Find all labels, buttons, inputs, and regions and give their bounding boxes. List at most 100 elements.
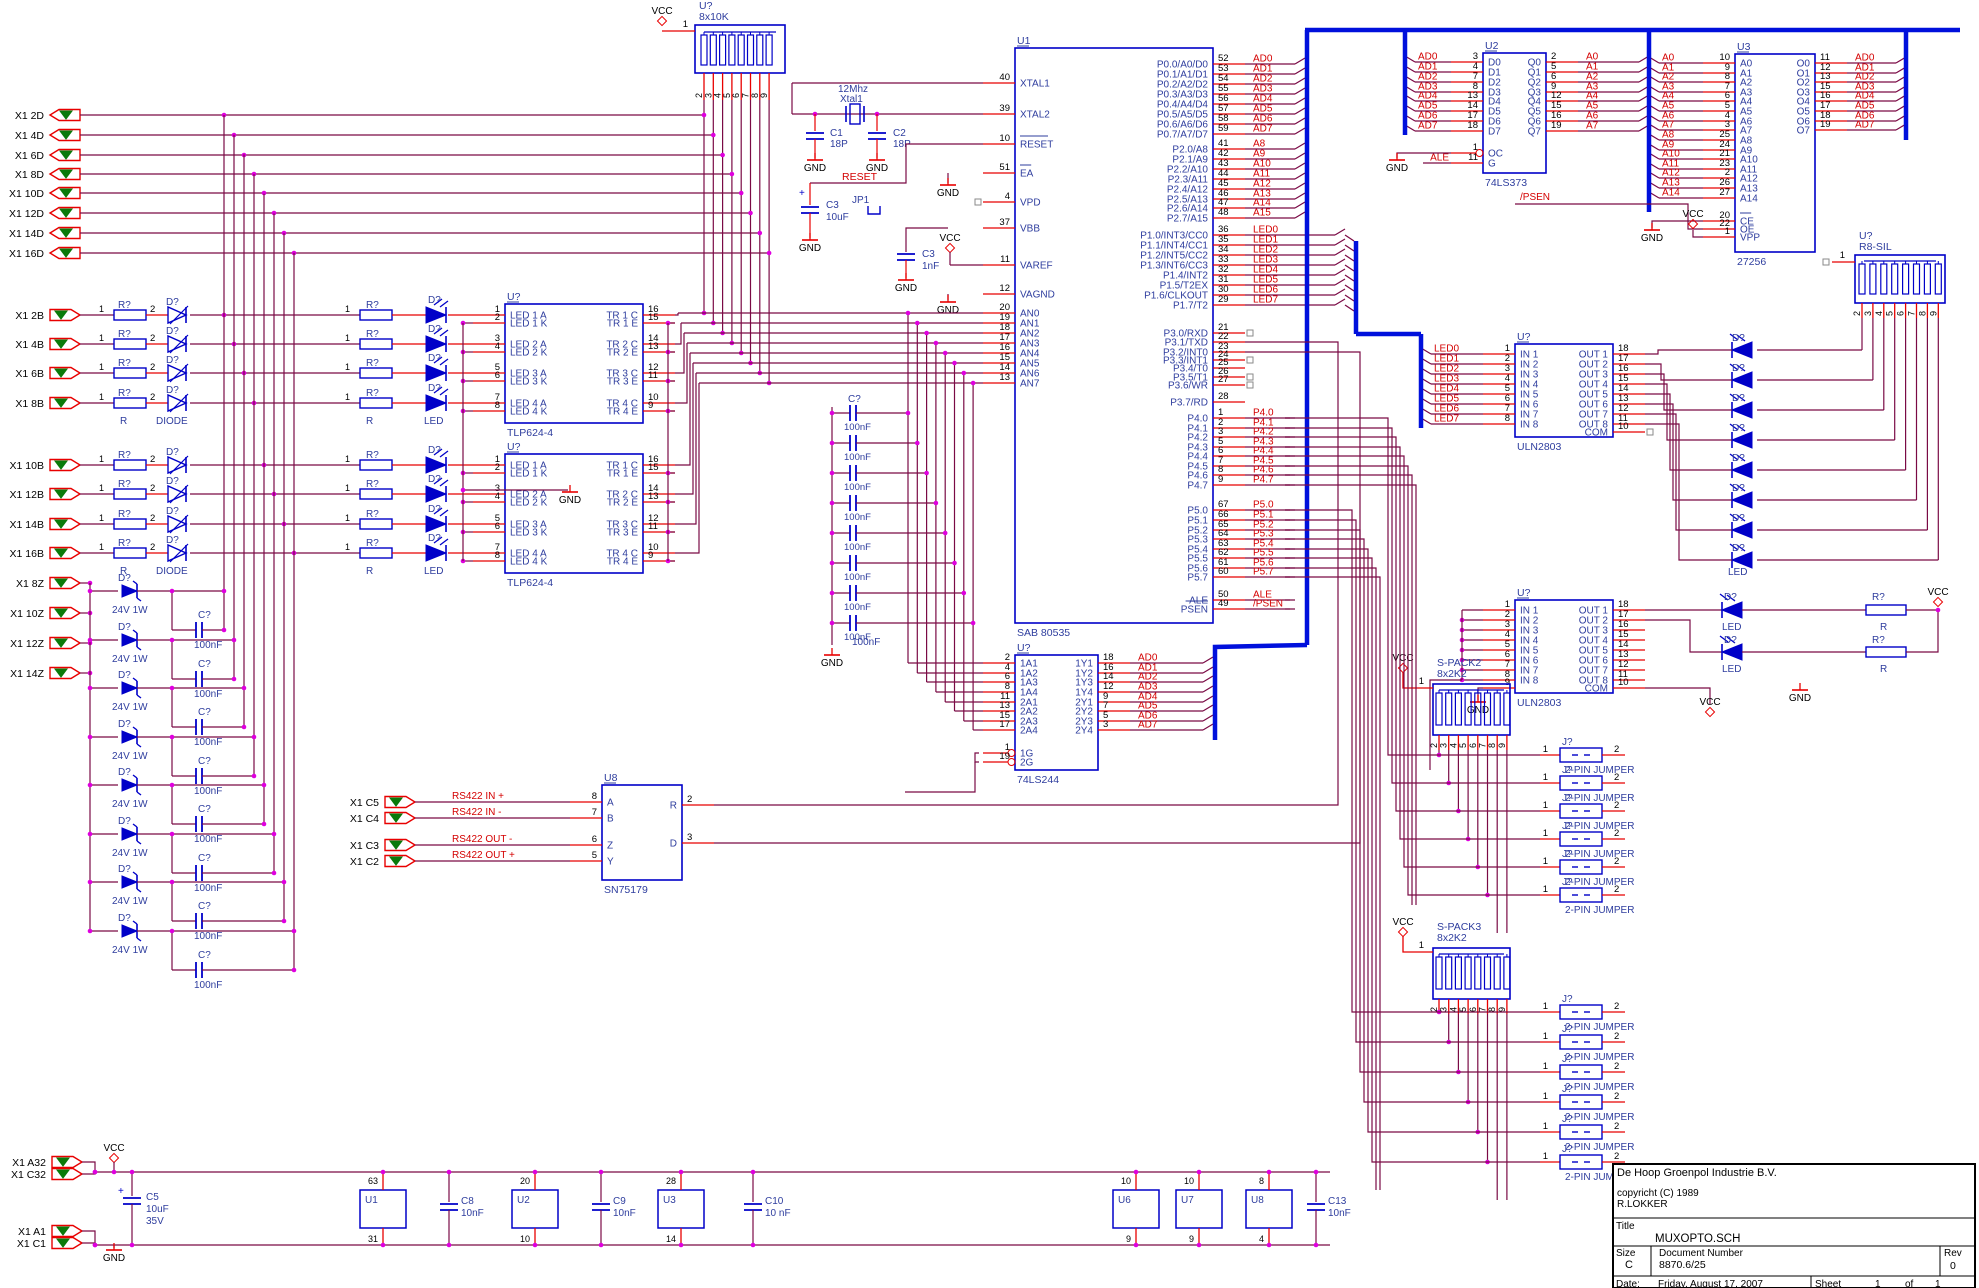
pin-number: 48 (1218, 207, 1229, 218)
pin-name: D (670, 839, 677, 850)
vcc-symbol (1932, 596, 1944, 608)
pin-number: 13 (1467, 90, 1478, 101)
part-value: 100nF (194, 640, 222, 651)
part-value: R (120, 566, 127, 577)
junction-dot (933, 340, 939, 346)
junction-dot (905, 410, 911, 416)
ref-designator: J? (1562, 1054, 1573, 1065)
wire (1285, 474, 1413, 905)
connector-pin-icon (59, 208, 73, 218)
wire (974, 752, 979, 763)
part-value: 100nF (844, 572, 871, 583)
pin-number: 7 (1103, 700, 1108, 711)
net-label: P4.1 (1253, 418, 1274, 429)
ref-designator: D? (1724, 635, 1737, 646)
zener-symbol (136, 791, 142, 796)
pin-name: TR 1 E (607, 469, 638, 480)
connector-pin-icon (54, 368, 68, 378)
bus-entry (1294, 77, 1306, 85)
resistor-symbol (359, 338, 393, 350)
wire (1285, 519, 1540, 1043)
bus-entry (1344, 274, 1355, 282)
wire (1285, 576, 1381, 1190)
resistor-symbol (113, 488, 147, 500)
bus-entry (1202, 714, 1214, 722)
wire (714, 351, 1361, 844)
gnd-label: GND (1386, 163, 1408, 174)
connector-pin-icon (54, 668, 68, 678)
pin-number: 12 (648, 362, 659, 373)
junction-dot (1266, 1242, 1272, 1248)
pin-number: 40 (999, 72, 1010, 83)
pin-name: IN 5 (1520, 390, 1539, 401)
pin-number: 4 (495, 341, 500, 352)
pin-number: 18 (1103, 652, 1114, 663)
net-label: A3 (1662, 82, 1675, 93)
ref-designator: R? (366, 300, 379, 311)
pin-number: 16 (648, 454, 659, 465)
part-value: R (366, 416, 373, 427)
pin-number: 57 (1218, 103, 1229, 114)
ref-designator: J? (1562, 1114, 1573, 1125)
net-label: /PSEN (1253, 599, 1283, 610)
bus-entry (1334, 298, 1346, 306)
pin-number: 14 (648, 333, 659, 344)
net-label: A5 (1586, 101, 1599, 112)
part-value: R (366, 566, 373, 577)
net-label: AD3 (1418, 82, 1438, 93)
pin-name: P2.5/A13 (1167, 195, 1209, 206)
pin-name: Z (607, 841, 613, 852)
wire (810, 143, 983, 184)
net-label: P5.3 (1253, 529, 1274, 540)
part-value: 18P (830, 139, 848, 150)
pin-number: 1 (1005, 742, 1010, 753)
led-symbol (1736, 334, 1746, 342)
pin-number: 3 (1863, 311, 1873, 316)
net-label: A15 (1253, 208, 1271, 219)
pin-name: OUT 8 (1579, 420, 1609, 431)
pin-name: OUT 2 (1579, 616, 1609, 627)
part-value: TLP624-4 (507, 577, 553, 589)
jumper-box (1559, 1094, 1603, 1110)
wire (675, 383, 700, 554)
pin-name: P1.0/INT3/CC0 (1140, 231, 1208, 242)
pin-name: IN 6 (1520, 400, 1539, 411)
pin-name: P5.6 (1187, 564, 1208, 575)
pin-number: 18 (1618, 343, 1629, 354)
net-label: LED6 (1253, 285, 1278, 296)
bus-entry (1334, 238, 1346, 246)
jumper-box (1559, 1034, 1603, 1050)
pin-name: D6 (1488, 117, 1501, 128)
pin-number: 8 (1725, 71, 1730, 82)
pin-number: 24 (1719, 139, 1730, 150)
pin-number: 2 (1614, 1001, 1619, 1012)
connector-pin-icon (54, 398, 68, 408)
pin-number: 29 (1218, 294, 1229, 305)
pin-number: 2 (1429, 743, 1439, 748)
resistor-symbol (359, 547, 393, 559)
pin-number: 10 (520, 1234, 530, 1244)
diode-symbol (167, 514, 188, 534)
pin-number: 53 (1218, 63, 1229, 74)
pin-name: LED 1 K (510, 319, 548, 330)
pin-number: 7 (1505, 659, 1510, 670)
ref-designator: R? (366, 388, 379, 399)
junction-dot (169, 879, 175, 885)
connector-label: X1 C3 (350, 840, 379, 852)
gnd-label: GND (1641, 233, 1663, 244)
pin-number: 13 (648, 491, 659, 502)
junction-dot (961, 590, 967, 596)
pin-name: P3.1/TXD (1165, 338, 1208, 349)
pin-name: LED 1 K (510, 469, 548, 480)
pin-number: 2 (1614, 1061, 1619, 1072)
pin-name: 2Y4 (1075, 726, 1093, 737)
diode-symbol (167, 393, 188, 413)
resistor-symbol (1865, 646, 1907, 658)
jumper-box (1559, 1154, 1603, 1170)
ref-designator: U1 (1017, 35, 1031, 47)
junction-dot (952, 360, 957, 366)
pin-name: 1G (1020, 749, 1034, 760)
net-label: P4.3 (1253, 437, 1274, 448)
wire (1285, 484, 1417, 905)
pin-name: P4.0 (1187, 414, 1208, 425)
